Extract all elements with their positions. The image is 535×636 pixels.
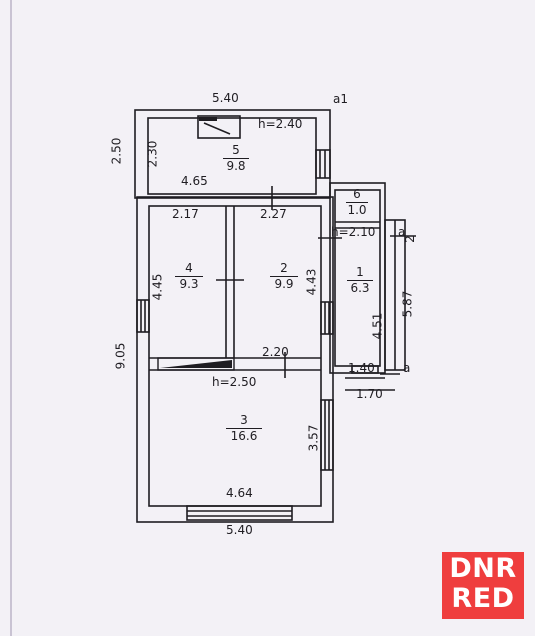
stove: [197, 115, 241, 139]
room2-label: 2 9.9: [270, 262, 298, 290]
main-block-inner-wall: [148, 205, 322, 507]
dim-room1-width: 1.40: [348, 361, 375, 375]
watermark-line2: RED: [451, 583, 515, 614]
stove-black-mark: [199, 117, 217, 121]
room2-area: 9.9: [274, 276, 294, 291]
stair-wedge: [160, 360, 232, 368]
room3-number: 3: [226, 414, 262, 429]
dim-room5-inner-width: 4.65: [181, 174, 208, 188]
height-room6: h=2.10: [331, 225, 376, 239]
room1-area: 6.3: [350, 280, 370, 295]
room6-label: 6 1.0: [346, 188, 368, 216]
room1-label: 1 6.3: [347, 266, 373, 294]
main-block-outer-wall: [136, 196, 334, 523]
dim-room4-width: 2.17: [172, 207, 199, 221]
dim-room3-height: 3.57: [306, 424, 321, 452]
watermark-line1: DNR: [449, 553, 517, 584]
annex-marker-a-top: a: [398, 225, 406, 239]
room3-area: 16.6: [230, 428, 258, 443]
height-room5: h=2.40: [258, 117, 303, 131]
height-room3: h=2.50: [212, 375, 257, 389]
dim-room2-height: 4.43: [304, 268, 319, 296]
room4-area: 9.3: [179, 276, 199, 291]
dim-annex-outer-height: 5.87: [400, 290, 415, 318]
room6-area: 1.0: [347, 202, 367, 217]
paper-margin-line: [10, 0, 12, 636]
window-room2: [320, 301, 334, 335]
dim-annex-outer-width: 1.70: [356, 387, 383, 401]
room5-label: 5 9.8: [223, 144, 249, 172]
window-room3-south: [186, 505, 293, 521]
room4-number: 4: [175, 262, 203, 277]
annex-marker-a-bottom: a: [403, 361, 411, 375]
window-room5: [315, 149, 331, 179]
dim-top-outer: 5.40: [212, 91, 239, 105]
window-room3-east: [320, 399, 334, 471]
room5-area: 9.8: [226, 158, 246, 173]
window-room1: [351, 365, 379, 374]
dim-left-top-outer: 2.50: [109, 137, 124, 165]
dim-room3-width: 4.64: [226, 486, 253, 500]
dim-bottom-outer: 5.40: [226, 523, 253, 537]
dim-room2-width: 2.27: [260, 207, 287, 221]
dnr-red-watermark: DNR RED: [442, 552, 524, 619]
room6-number: 6: [346, 188, 368, 203]
dim-room2-bottom-width: 2.20: [262, 345, 289, 359]
dim-room1-height: 4.51: [370, 312, 385, 340]
dim-left-main-outer: 9.05: [113, 342, 128, 370]
marker-a1: a1: [333, 92, 348, 106]
room1-number: 1: [347, 266, 373, 281]
room5-number: 5: [223, 144, 249, 159]
room2-number: 2: [270, 262, 298, 277]
room3-label: 3 16.6: [226, 414, 262, 442]
room4-label: 4 9.3: [175, 262, 203, 290]
dim-room4-height: 4.45: [150, 273, 165, 301]
stair-outline: [157, 357, 235, 371]
window-room4: [136, 299, 150, 333]
annex-marker-2: 2: [402, 235, 417, 243]
dim-room5-inner-height: 2.30: [145, 140, 160, 168]
